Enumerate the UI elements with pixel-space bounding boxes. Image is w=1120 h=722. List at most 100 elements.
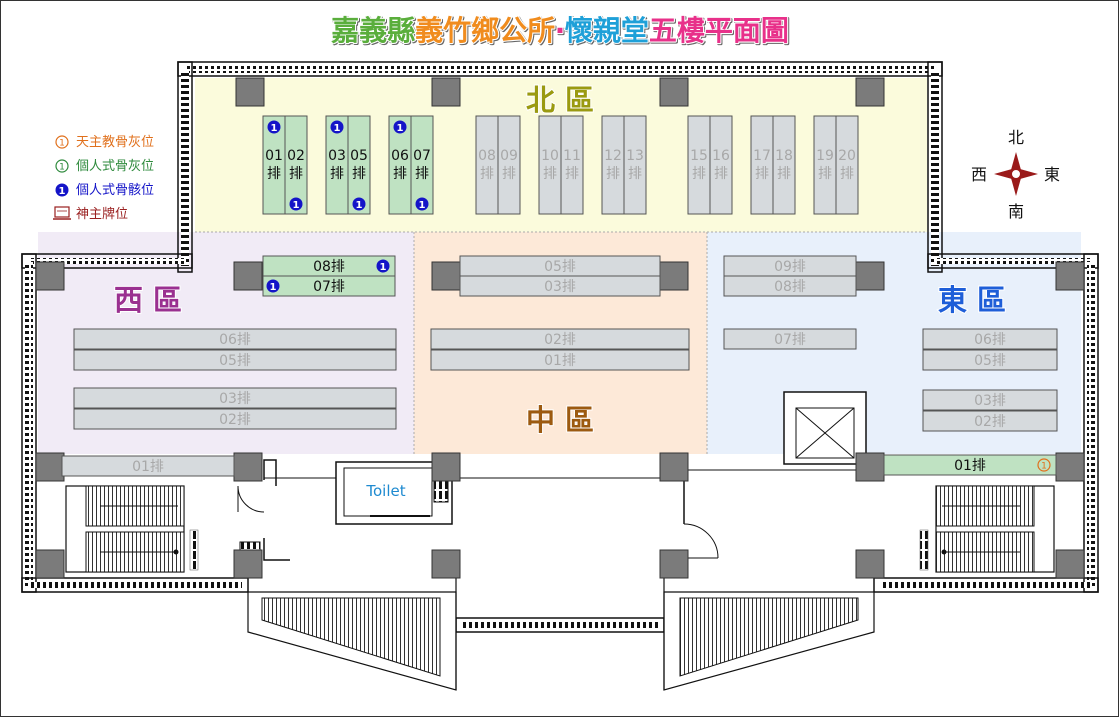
svg-text:1: 1 — [271, 123, 278, 134]
compass-south-label: 南 — [1008, 202, 1024, 221]
pillar — [35, 261, 65, 291]
row-label: 01排 — [544, 353, 576, 369]
row-unit[interactable]: 01排 — [430, 349, 690, 371]
row-unit[interactable]: 02排 — [430, 328, 690, 350]
title-segment: 義竹鄉公所 — [415, 14, 555, 47]
svg-text:1: 1 — [1041, 462, 1047, 472]
west-zone-label: 西 區 — [114, 283, 182, 317]
east-staircase — [919, 485, 1055, 573]
doors — [237, 459, 719, 561]
row-unit[interactable]: 01排 1 — [883, 454, 1057, 476]
row-label: 05排 — [544, 259, 576, 275]
row-unit[interactable]: 01排 — [61, 455, 235, 477]
pillar — [431, 549, 461, 579]
row-unit[interactable]: 03排 — [459, 275, 661, 297]
west-staircase — [65, 485, 199, 573]
row-unit[interactable]: 05排 — [922, 349, 1058, 371]
compass: 北 南 東 西 — [971, 128, 1060, 221]
bone-badge-icon: 1 — [376, 259, 390, 273]
pillar — [235, 77, 265, 107]
bone-badge-icon: 1 — [267, 120, 281, 134]
ash-badge-icon: 1 — [55, 159, 69, 173]
legend-label: 神主牌位 — [76, 206, 128, 222]
title-segment: ‧ — [555, 14, 565, 47]
pillar — [855, 452, 885, 482]
pillar — [431, 452, 461, 482]
elevator — [783, 391, 867, 465]
outer-walls — [21, 61, 1099, 633]
row-unit[interactable]: 08排 — [723, 275, 857, 297]
bone-badge-icon: 1 — [55, 183, 69, 197]
pillar — [1055, 452, 1085, 482]
plan-title: 嘉義縣義竹鄉公所‧懷親堂五樓平面圖 — [331, 14, 789, 47]
legend-item: 神主牌位 — [53, 206, 128, 222]
title-segment: 嘉義縣 — [331, 14, 415, 47]
legend-label: 個人式骨骸位 — [76, 183, 154, 198]
row-unit[interactable]: 02排 — [922, 410, 1058, 432]
pillar — [659, 261, 689, 291]
row-label: 06排 — [219, 332, 251, 348]
bone-badge-icon: 1 — [352, 197, 366, 211]
pillar — [35, 549, 65, 579]
bone-badge-icon: 1 — [266, 279, 280, 293]
row-unit[interactable]: 03排 — [922, 389, 1058, 411]
legend-label: 天主教骨灰位 — [76, 134, 154, 150]
row-unit[interactable]: 02排 — [73, 408, 397, 430]
svg-text:1: 1 — [397, 123, 404, 134]
pillar — [233, 452, 263, 482]
svg-text:1: 1 — [293, 200, 300, 211]
ancestral-tablet-icon — [53, 206, 71, 220]
row-unit[interactable]: 06排 — [922, 328, 1058, 350]
svg-text:1: 1 — [334, 123, 341, 134]
row-label: 03排 — [974, 393, 1006, 409]
row-label: 01排 — [954, 458, 986, 474]
pillar — [233, 261, 263, 291]
row-label: 05排 — [219, 353, 251, 369]
svg-text:1: 1 — [356, 200, 363, 211]
pillar — [35, 452, 65, 482]
title-segment: 懷親堂 — [565, 14, 649, 47]
legend-item: 1 個人式骨骸位 — [55, 183, 154, 198]
center-zone-label: 中 區 — [526, 403, 594, 437]
row-label: 03排 — [219, 391, 251, 407]
row-unit[interactable]: 06排 — [73, 328, 397, 350]
row-label: 03排 — [544, 279, 576, 295]
row-unit[interactable]: 05排 — [73, 349, 397, 371]
row-unit[interactable]: 07排 — [723, 328, 857, 350]
row-unit[interactable]: 05排 — [459, 255, 661, 277]
row-unit[interactable]: 03排 — [73, 387, 397, 409]
svg-text:1: 1 — [270, 282, 277, 293]
row-label: 06排 — [974, 332, 1006, 348]
row-label: 08排 — [774, 279, 806, 295]
row-unit[interactable]: 09排 — [723, 255, 857, 277]
svg-text:1: 1 — [59, 163, 65, 173]
